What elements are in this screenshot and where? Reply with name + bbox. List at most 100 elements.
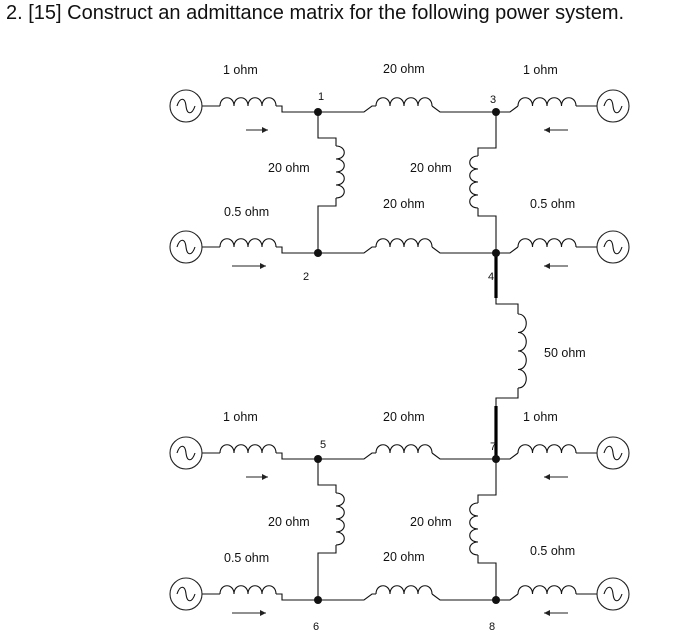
wire-segment [431, 452, 496, 460]
inductor-coil-icon [219, 585, 277, 595]
inductors [219, 97, 577, 595]
bus-node-6 [314, 596, 322, 604]
inductor-coil-icon [517, 313, 527, 389]
node-4-label: 4 [488, 271, 494, 283]
bus-node-5 [314, 455, 322, 463]
current-arrows [232, 127, 568, 616]
wire-segment [276, 452, 318, 460]
wire-segment [496, 246, 519, 254]
inductor-coil-icon [517, 238, 577, 248]
direction-arrow-icon [232, 610, 266, 616]
inductor-coil-icon [469, 155, 479, 209]
wire-segment [276, 246, 318, 254]
node-1-label: 1 [318, 91, 324, 103]
direction-arrow-icon [544, 610, 568, 616]
inductor-coil-icon [375, 238, 433, 248]
wire-segment [318, 105, 376, 113]
gen-6-label: 0.5 ohm [224, 551, 269, 565]
node-2-label: 2 [303, 271, 309, 283]
ac-source-icon [169, 89, 203, 123]
bus-node-2 [314, 249, 322, 257]
question-text: 2. [15] Construct an admittance matrix f… [6, 2, 625, 24]
wire-segment [496, 452, 519, 460]
ac-source-icon [169, 436, 203, 470]
gen-5-label: 1 ohm [223, 410, 258, 424]
wires [202, 105, 597, 601]
inductor-coil-icon [219, 97, 277, 107]
inductor-coil-icon [517, 444, 577, 454]
inductor-coil-icon [375, 97, 433, 107]
gen-1-label: 1 ohm [223, 63, 258, 77]
inductor-coil-icon [335, 145, 345, 199]
wire-segment [431, 593, 496, 601]
resistance-labels: 1 ohm 20 ohm 1 ohm 20 ohm 20 ohm 0.5 ohm… [223, 62, 586, 565]
ac-source-icon [596, 230, 630, 264]
inductor-coil-icon [517, 97, 577, 107]
line-1-2-label: 20 ohm [268, 161, 310, 175]
ac-source-icon [169, 230, 203, 264]
ac-source-icon [596, 577, 630, 611]
node-labels: 1 2 3 4 5 6 7 8 [303, 91, 496, 633]
line-3-4-label: 20 ohm [410, 161, 452, 175]
gen-2-label: 0.5 ohm [224, 205, 269, 219]
wire-segment [317, 545, 337, 600]
bus-node-4 [492, 249, 500, 257]
gen-3-label: 1 ohm [523, 63, 558, 77]
gen-4-label: 0.5 ohm [530, 197, 575, 211]
node-3-label: 3 [490, 94, 496, 106]
inductor-coil-icon [375, 444, 433, 454]
line-2-4-label: 20 ohm [383, 197, 425, 211]
wire-segment [318, 246, 376, 254]
line-7-8-label: 20 ohm [410, 515, 452, 529]
gen-8-label: 0.5 ohm [530, 544, 575, 558]
inductor-coil-icon [517, 585, 577, 595]
inductor-coil-icon [375, 585, 433, 595]
bus-node-7 [492, 455, 500, 463]
bus-node-3 [492, 108, 500, 116]
inductor-coil-icon [335, 492, 345, 546]
ac-source-icon [169, 577, 203, 611]
wire-segment [431, 246, 496, 254]
wire-segment [477, 208, 497, 253]
inductor-coil-icon [219, 238, 277, 248]
wire-segment [317, 112, 337, 146]
wire-segment [496, 105, 519, 113]
wire-segment [276, 105, 318, 113]
wire-segment [496, 593, 519, 601]
line-1-3-label: 20 ohm [383, 62, 425, 76]
generators [169, 89, 630, 611]
wire-segment [317, 198, 337, 253]
wire-segment [318, 593, 376, 601]
wire-segment [477, 112, 497, 156]
wire-segment [431, 105, 496, 113]
direction-arrow-icon [232, 263, 266, 269]
inductor-coil-icon [469, 502, 479, 556]
direction-arrow-icon [246, 127, 268, 133]
ac-source-icon [596, 89, 630, 123]
wire-segment [477, 555, 497, 600]
direction-arrow-icon [544, 127, 568, 133]
line-5-7-label: 20 ohm [383, 410, 425, 424]
inductor-coil-icon [219, 444, 277, 454]
direction-arrow-icon [544, 474, 568, 480]
bus-node-8 [492, 596, 500, 604]
direction-arrow-icon [246, 474, 268, 480]
bus-node-1 [314, 108, 322, 116]
node-8-label: 8 [489, 621, 495, 633]
wire-segment [276, 593, 318, 601]
tie-line-wire [495, 298, 519, 314]
direction-arrow-icon [544, 263, 568, 269]
wire-segment [318, 452, 376, 460]
bus-nodes [314, 108, 500, 604]
tie-line-wire [495, 388, 519, 406]
node-6-label: 6 [313, 621, 319, 633]
wire-segment [317, 459, 337, 493]
line-5-6-label: 20 ohm [268, 515, 310, 529]
ac-source-icon [596, 436, 630, 470]
node-5-label: 5 [320, 439, 326, 451]
wire-segment [477, 459, 497, 503]
node-7-label: 7 [490, 441, 496, 453]
gen-7-label: 1 ohm [523, 410, 558, 424]
line-6-8-label: 20 ohm [383, 550, 425, 564]
